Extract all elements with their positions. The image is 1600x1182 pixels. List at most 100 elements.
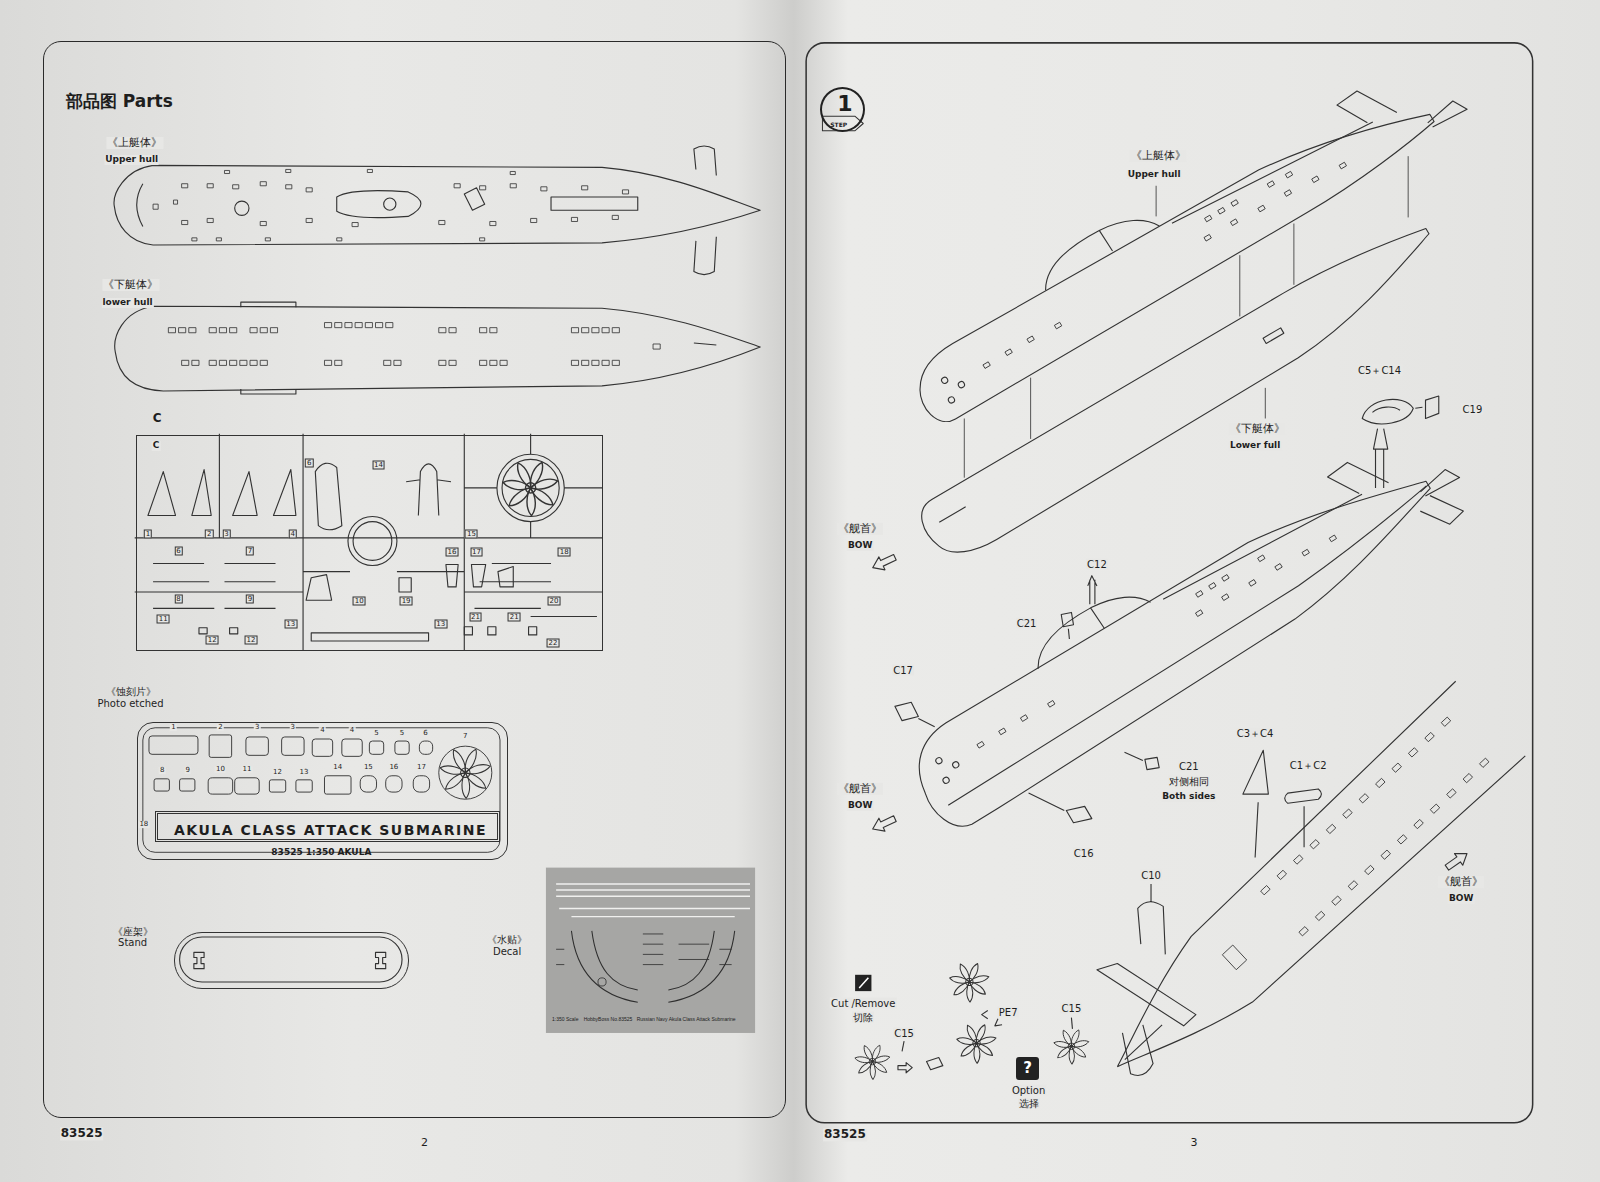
callout-number: 4 (319, 727, 325, 735)
upper-hull-part (904, 77, 1441, 430)
callout-number: 10 (353, 597, 366, 606)
lower-hull-part (914, 214, 1452, 568)
propeller-options (859, 978, 868, 988)
line-art (114, 38, 1533, 1122)
photo-etched-parts (235, 778, 259, 794)
photo-etched-parts (360, 776, 376, 792)
decal-sheet-art (556, 934, 732, 965)
small-parts (1124, 752, 1159, 769)
photo-etched-fret: AKULA CLASS ATTACK SUBMARINE《蚀刻片》 Photo … (137, 722, 508, 861)
node-heading: AKULA CLASS ATTACK SUBMARINE (174, 822, 487, 838)
sprue-parts (406, 464, 451, 516)
upper-hull-part (235, 201, 249, 215)
part-label: C19 (1462, 404, 1484, 415)
callout-number: 17 (470, 548, 483, 557)
callout-number: 14 (332, 764, 343, 772)
callout-number: 9 (185, 767, 191, 775)
part-label: 《上艇体》 (1130, 150, 1187, 162)
underside-fittings (1054, 750, 1322, 1075)
upper-hull-part (114, 165, 760, 245)
callout-number: 11 (241, 766, 252, 774)
direction-label: BOW (847, 801, 873, 811)
stand-part (180, 937, 402, 982)
propeller-options (855, 975, 871, 991)
photo-etched-parts (312, 739, 332, 756)
callout-number: 5 (373, 730, 379, 738)
upper-hull-part (892, 38, 1471, 429)
callout-number: 10 (215, 766, 226, 774)
photo-etched-parts (209, 735, 231, 757)
photo-etched-parts (395, 741, 409, 754)
note-label: 对侧相同 (1168, 775, 1210, 786)
part-label: C3＋C4 (1236, 727, 1275, 738)
callout-number: 15 (465, 529, 478, 538)
sprue-parts (148, 470, 296, 516)
small-parts (1029, 793, 1092, 823)
callout-number: 4 (349, 727, 355, 735)
sprue-frame: C (136, 435, 603, 651)
decal-sheet-art (546, 868, 755, 1033)
part-label: C15 (893, 1027, 915, 1038)
photo-etched-parts (369, 741, 383, 754)
leader-line (964, 156, 1408, 478)
upper-hull-part (384, 198, 396, 210)
underside-fittings (1122, 1025, 1153, 1076)
upper-hull-part (1336, 48, 1467, 165)
callout-number: 12 (206, 635, 219, 644)
icon-label: 切除 (852, 1011, 874, 1022)
photo-etched-parts (342, 739, 362, 756)
small-parts (895, 702, 935, 726)
icon-label: 选择 (1018, 1098, 1040, 1109)
callout-number: 3 (222, 529, 230, 538)
decal-sheet-art (598, 978, 606, 986)
photo-etched-parts (143, 728, 500, 853)
page-frame (806, 43, 1533, 1123)
callout-number: 6 (422, 730, 428, 738)
lower-hull-part (168, 323, 660, 366)
callout-number: 14 (372, 461, 385, 470)
assembled-hull (1327, 417, 1478, 566)
photo-etched-parts (440, 749, 491, 798)
upper-hull-part (976, 143, 1347, 376)
callout-number: 12 (245, 635, 258, 644)
stand-part (194, 952, 386, 968)
photo-etched-parts (439, 746, 492, 799)
part-label: lower hull (101, 298, 153, 308)
lower-hull-part (115, 306, 760, 391)
callout-number: 16 (388, 764, 399, 772)
page-frame: CAKULA CLASS ATTACK SUBMARINE《蚀刻片》 Photo… (43, 41, 786, 1118)
name-plate: AKULA CLASS ATTACK SUBMARINE (155, 811, 500, 842)
callout-number: 6 (305, 459, 313, 468)
bow-arrow (870, 812, 898, 835)
underside-fittings (1243, 750, 1269, 857)
small-parts (1061, 612, 1073, 639)
part-label: Lower full (1229, 441, 1281, 451)
decal-sheet-art (546, 868, 755, 1033)
assembled-hull (1025, 456, 1362, 687)
node-text: STEP (830, 122, 847, 129)
photo-etched-parts (324, 776, 351, 794)
stand-part (180, 937, 402, 982)
underside-fittings (1138, 884, 1166, 954)
callout-number: 7 (462, 733, 468, 741)
part-label: 《上艇体》 (106, 137, 163, 149)
sprue-parts (446, 564, 513, 586)
part-label: C5＋C14 (1357, 364, 1402, 375)
node-heading: 《蚀刻片》 Photo etched (91, 686, 171, 709)
decal-sheet-art (571, 931, 734, 1002)
callout-number: 13 (299, 769, 310, 777)
node-text: 83525 1:350 AKULA (271, 847, 371, 857)
upper-hull-part (957, 380, 965, 388)
lower-hull-part (115, 302, 760, 394)
callout-number: 13 (434, 619, 447, 628)
underside-fittings (1285, 789, 1322, 847)
callout-number: 2 (205, 529, 213, 538)
part-label: 《下艇体》 (1229, 423, 1286, 435)
step-banner (822, 116, 863, 130)
node-heading: ? (1023, 1060, 1032, 1077)
photo-etched-parts (296, 780, 312, 792)
assembled-hull (942, 776, 950, 784)
bow-arrow (870, 551, 898, 574)
callout-number: 13 (284, 619, 297, 628)
